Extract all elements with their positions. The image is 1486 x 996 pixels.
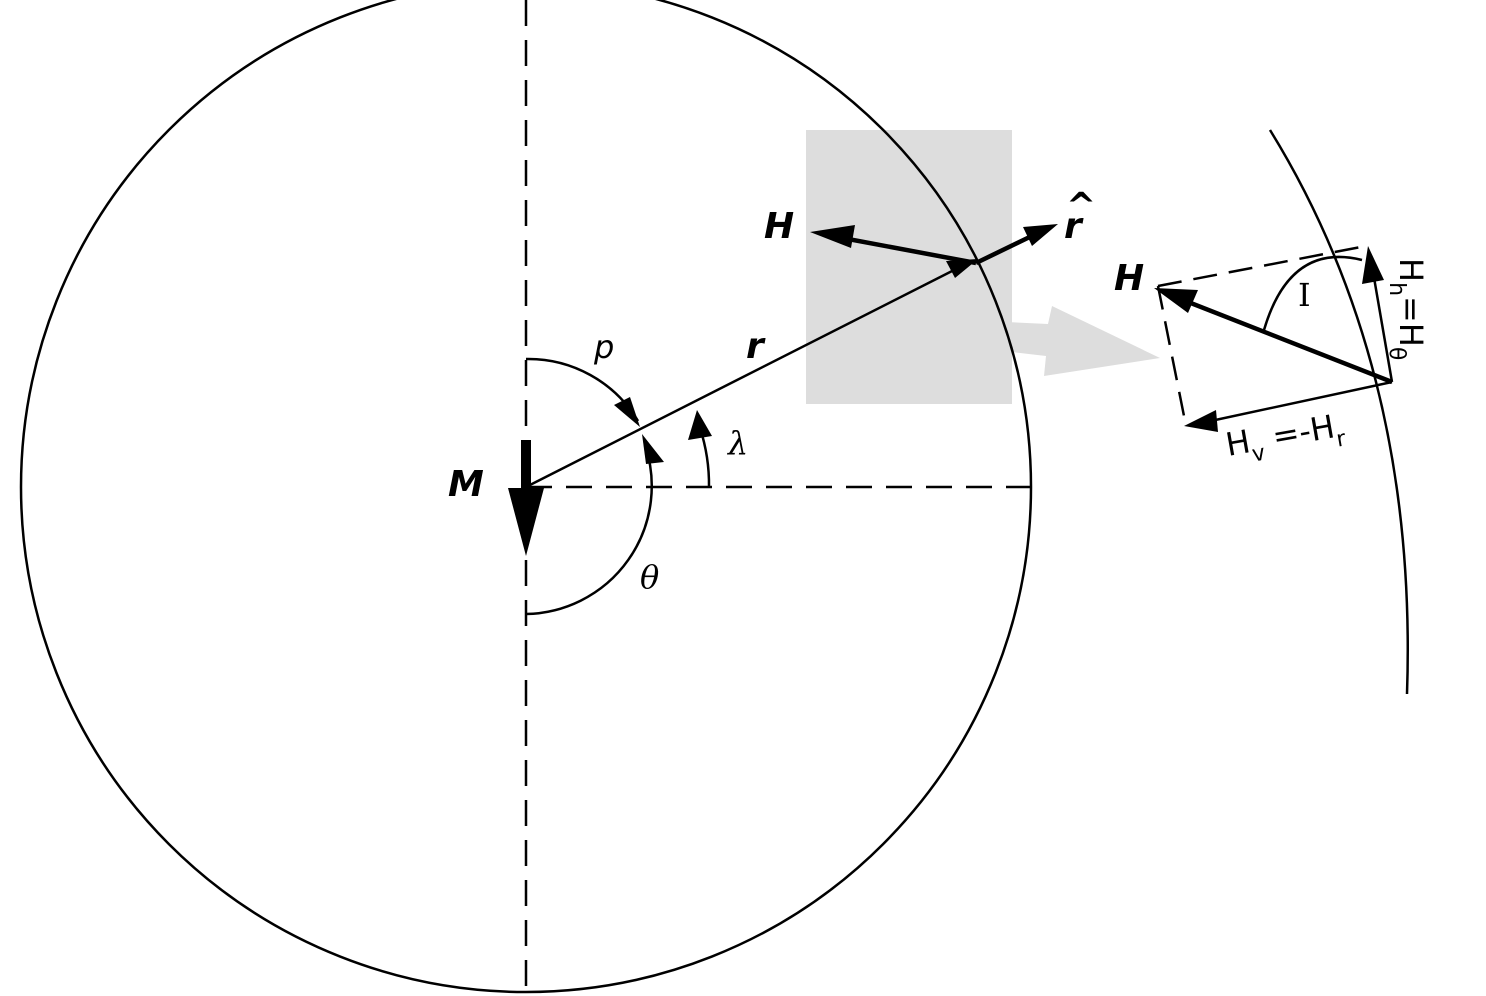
- svg-text:Hh=Hθ: Hh=Hθ: [1384, 258, 1430, 360]
- field-label: H: [764, 206, 794, 247]
- field-arrowhead: [810, 225, 855, 248]
- p-arc-arrowhead: [614, 397, 640, 427]
- latitude-label: λ: [726, 424, 748, 462]
- colatitude-label: θ: [640, 558, 659, 596]
- unit-r-arrowhead: [1023, 224, 1058, 246]
- theta-arc-arrowhead: [642, 434, 664, 464]
- highlight-box: [806, 130, 1012, 404]
- detail-horizontal-arrow: [1370, 265, 1394, 383]
- detail-field-arrow: [1177, 295, 1393, 385]
- unit-r-hat: ^: [1066, 186, 1096, 227]
- detail-vertical-arrowhead: [1184, 410, 1218, 432]
- horizontal-component-label: Hh=Hθ: [1384, 258, 1430, 360]
- surface-arc-detail: [1268, 129, 1409, 695]
- zoom-pointer-arrow: [1006, 306, 1160, 376]
- detail-field-label: H: [1114, 258, 1144, 299]
- moment-arrowhead: [508, 488, 544, 556]
- radius-vector: [525, 265, 961, 489]
- unit-r-label: r: [1064, 206, 1084, 247]
- theta-arc: [525, 444, 653, 616]
- inclination-label: I: [1298, 276, 1311, 314]
- field-arrow: [831, 233, 977, 266]
- detail-vertical-arrow: [1205, 380, 1393, 424]
- detail-dashed-left: [1156, 285, 1188, 427]
- detail-horizontal-arrowhead: [1362, 246, 1384, 284]
- moment-label: M: [448, 464, 484, 505]
- lambda-arc-arrowhead: [688, 410, 712, 440]
- detail-dashed-top: [1157, 244, 1367, 288]
- inclination-arc: [1262, 255, 1363, 331]
- radius-vector-label: r: [746, 326, 766, 367]
- p-arc: [525, 357, 640, 422]
- detail-field-arrowhead: [1154, 288, 1198, 313]
- polar-angle-label: p: [593, 328, 614, 366]
